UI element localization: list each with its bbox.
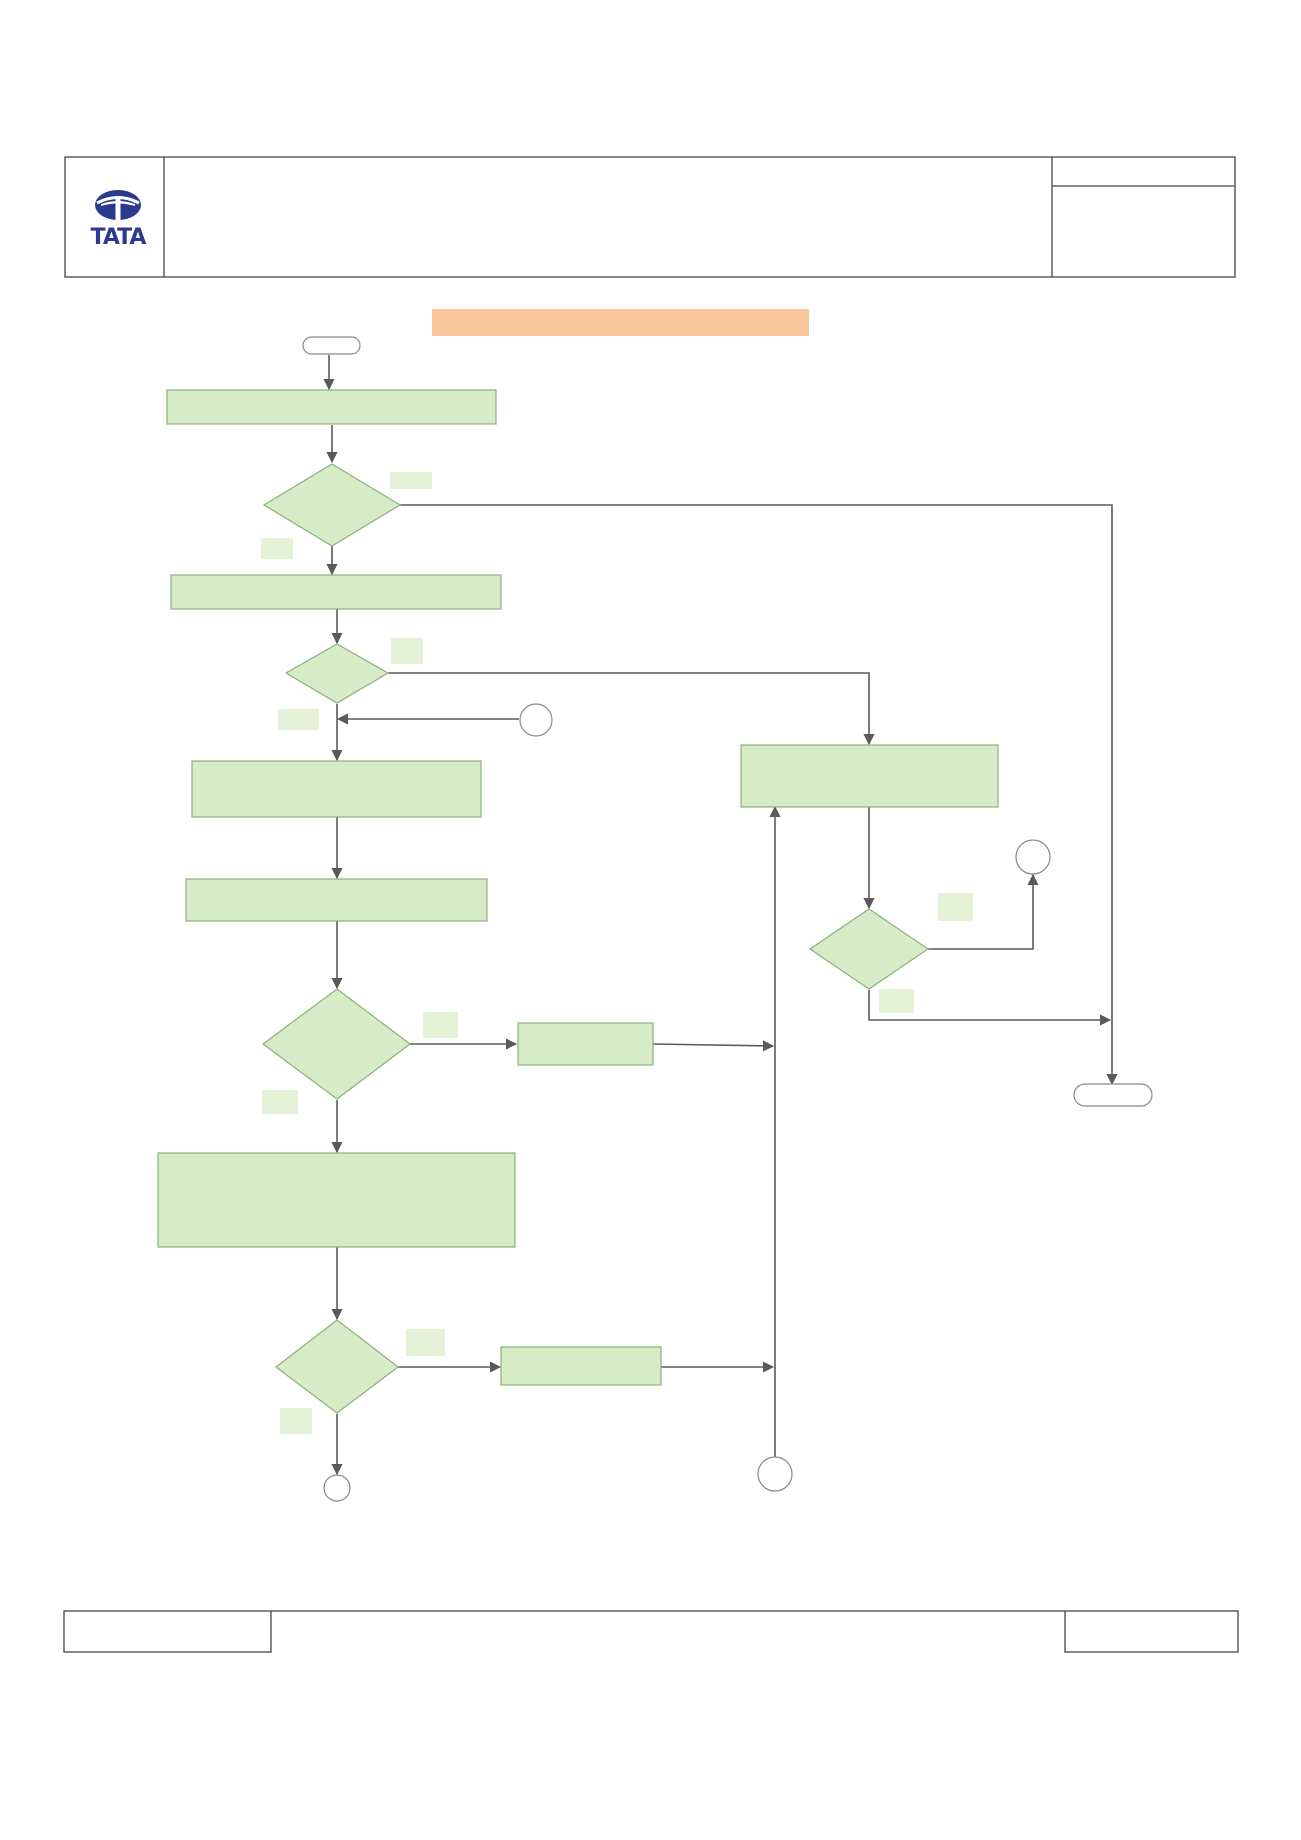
flow-lines <box>323 355 1118 1476</box>
header-block: TATA <box>64 156 1236 278</box>
edge-d5-conn <box>928 873 1039 950</box>
edge-label-box <box>280 1408 312 1434</box>
connector-a <box>519 703 553 737</box>
decision-2 <box>284 643 390 704</box>
edge-d1-end <box>400 504 1118 1086</box>
process-4 <box>185 878 488 922</box>
connector-d <box>1015 839 1051 875</box>
edge-label-box <box>406 1329 445 1356</box>
process-5 <box>517 1022 654 1066</box>
header-frame <box>64 156 1236 278</box>
process-7 <box>500 1346 662 1386</box>
connector-c <box>757 1456 793 1492</box>
process-2 <box>170 574 502 610</box>
footer-left-cell <box>63 1610 272 1653</box>
process-3 <box>191 760 482 818</box>
edge-label-box <box>262 1090 298 1114</box>
edge-p5-bus <box>652 1040 775 1052</box>
edge-label-box <box>390 472 432 489</box>
flow-nodes <box>157 336 1153 1502</box>
tata-logo-icon: TATA <box>91 190 147 250</box>
edge-label-boxes <box>261 472 973 1434</box>
footer-right-cell <box>1064 1610 1239 1653</box>
decision-1 <box>262 463 402 547</box>
edge-label-box <box>423 1012 458 1038</box>
edge-label-box <box>879 989 914 1013</box>
decision-4 <box>275 1319 399 1414</box>
edge-label-box <box>938 893 973 921</box>
process-1 <box>166 389 497 425</box>
connector-b <box>323 1474 351 1502</box>
start-terminal <box>302 336 361 355</box>
end-terminal <box>1073 1083 1153 1107</box>
edge-label-box <box>391 638 423 664</box>
process-8 <box>740 744 999 808</box>
process-6 <box>157 1152 516 1248</box>
edge-d2-p8 <box>388 672 875 746</box>
edge-label-box <box>261 538 293 559</box>
edge-d5-end <box>868 990 1112 1026</box>
decision-5 <box>808 908 930 990</box>
footer-block <box>63 1610 1239 1653</box>
edge-label-box <box>278 709 319 730</box>
decision-3 <box>261 988 411 1100</box>
diagram-title-bar <box>432 309 809 336</box>
company-name: TATA <box>91 225 147 250</box>
